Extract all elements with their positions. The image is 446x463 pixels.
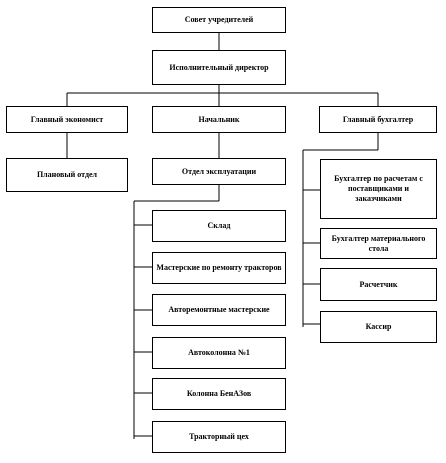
node-chief-economist-label: Главный экономист	[30, 114, 104, 124]
node-chief-accountant: Главный бухгалтер	[319, 106, 437, 133]
node-auto-repair-label: Авторемонтные мастерские	[168, 305, 270, 314]
node-acc-settlements: Бухгалтер по расчетам с поставщиками и з…	[320, 159, 437, 219]
node-autocolumn-1: Автоколонна №1	[152, 337, 286, 369]
node-benaz-column-label: Колонна БенАЗов	[186, 389, 252, 398]
node-head: Начальник	[152, 106, 286, 133]
node-operations-dept: Отдел эксплуатации	[152, 158, 286, 185]
node-auto-repair: Авторемонтные мастерские	[152, 294, 286, 326]
node-council: Совет учредителей	[152, 7, 286, 33]
node-benaz-column: Колонна БенАЗов	[152, 378, 286, 410]
node-acc-settlements-label: Бухгалтер по расчетам с поставщиками и з…	[334, 174, 423, 203]
node-warehouse-label: Склад	[207, 221, 231, 230]
node-exec-director-label: Исполнительный директор	[169, 62, 269, 72]
node-warehouse: Склад	[152, 210, 286, 242]
node-payroll-clerk: Расчетчик	[320, 268, 437, 301]
node-acc-material-label: Бухгалтер материального стола	[331, 233, 426, 253]
node-operations-dept-label: Отдел эксплуатации	[181, 166, 257, 176]
node-chief-economist: Главный экономист	[6, 106, 128, 133]
node-planning-dept: Плановый отдел	[6, 158, 128, 192]
node-acc-material: Бухгалтер материального стола	[320, 228, 437, 259]
node-tractor-repair: Мастерские по ремонту тракторов	[152, 252, 286, 284]
node-tractor-shop: Тракторный цех	[152, 421, 286, 453]
node-autocolumn-1-label: Автоколонна №1	[188, 348, 250, 357]
node-planning-dept-label: Плановый отдел	[36, 170, 98, 179]
node-cashier-label: Кассир	[365, 322, 392, 331]
node-exec-director: Исполнительный директор	[152, 50, 286, 85]
node-tractor-repair-label: Мастерские по ремонту тракторов	[156, 263, 282, 272]
node-tractor-shop-label: Тракторный цех	[189, 432, 249, 441]
node-council-label: Совет учредителей	[184, 15, 254, 24]
node-chief-accountant-label: Главный бухгалтер	[342, 114, 414, 124]
node-cashier: Кассир	[320, 311, 437, 343]
node-payroll-clerk-label: Расчетчик	[359, 279, 398, 289]
node-head-label: Начальник	[198, 114, 240, 124]
